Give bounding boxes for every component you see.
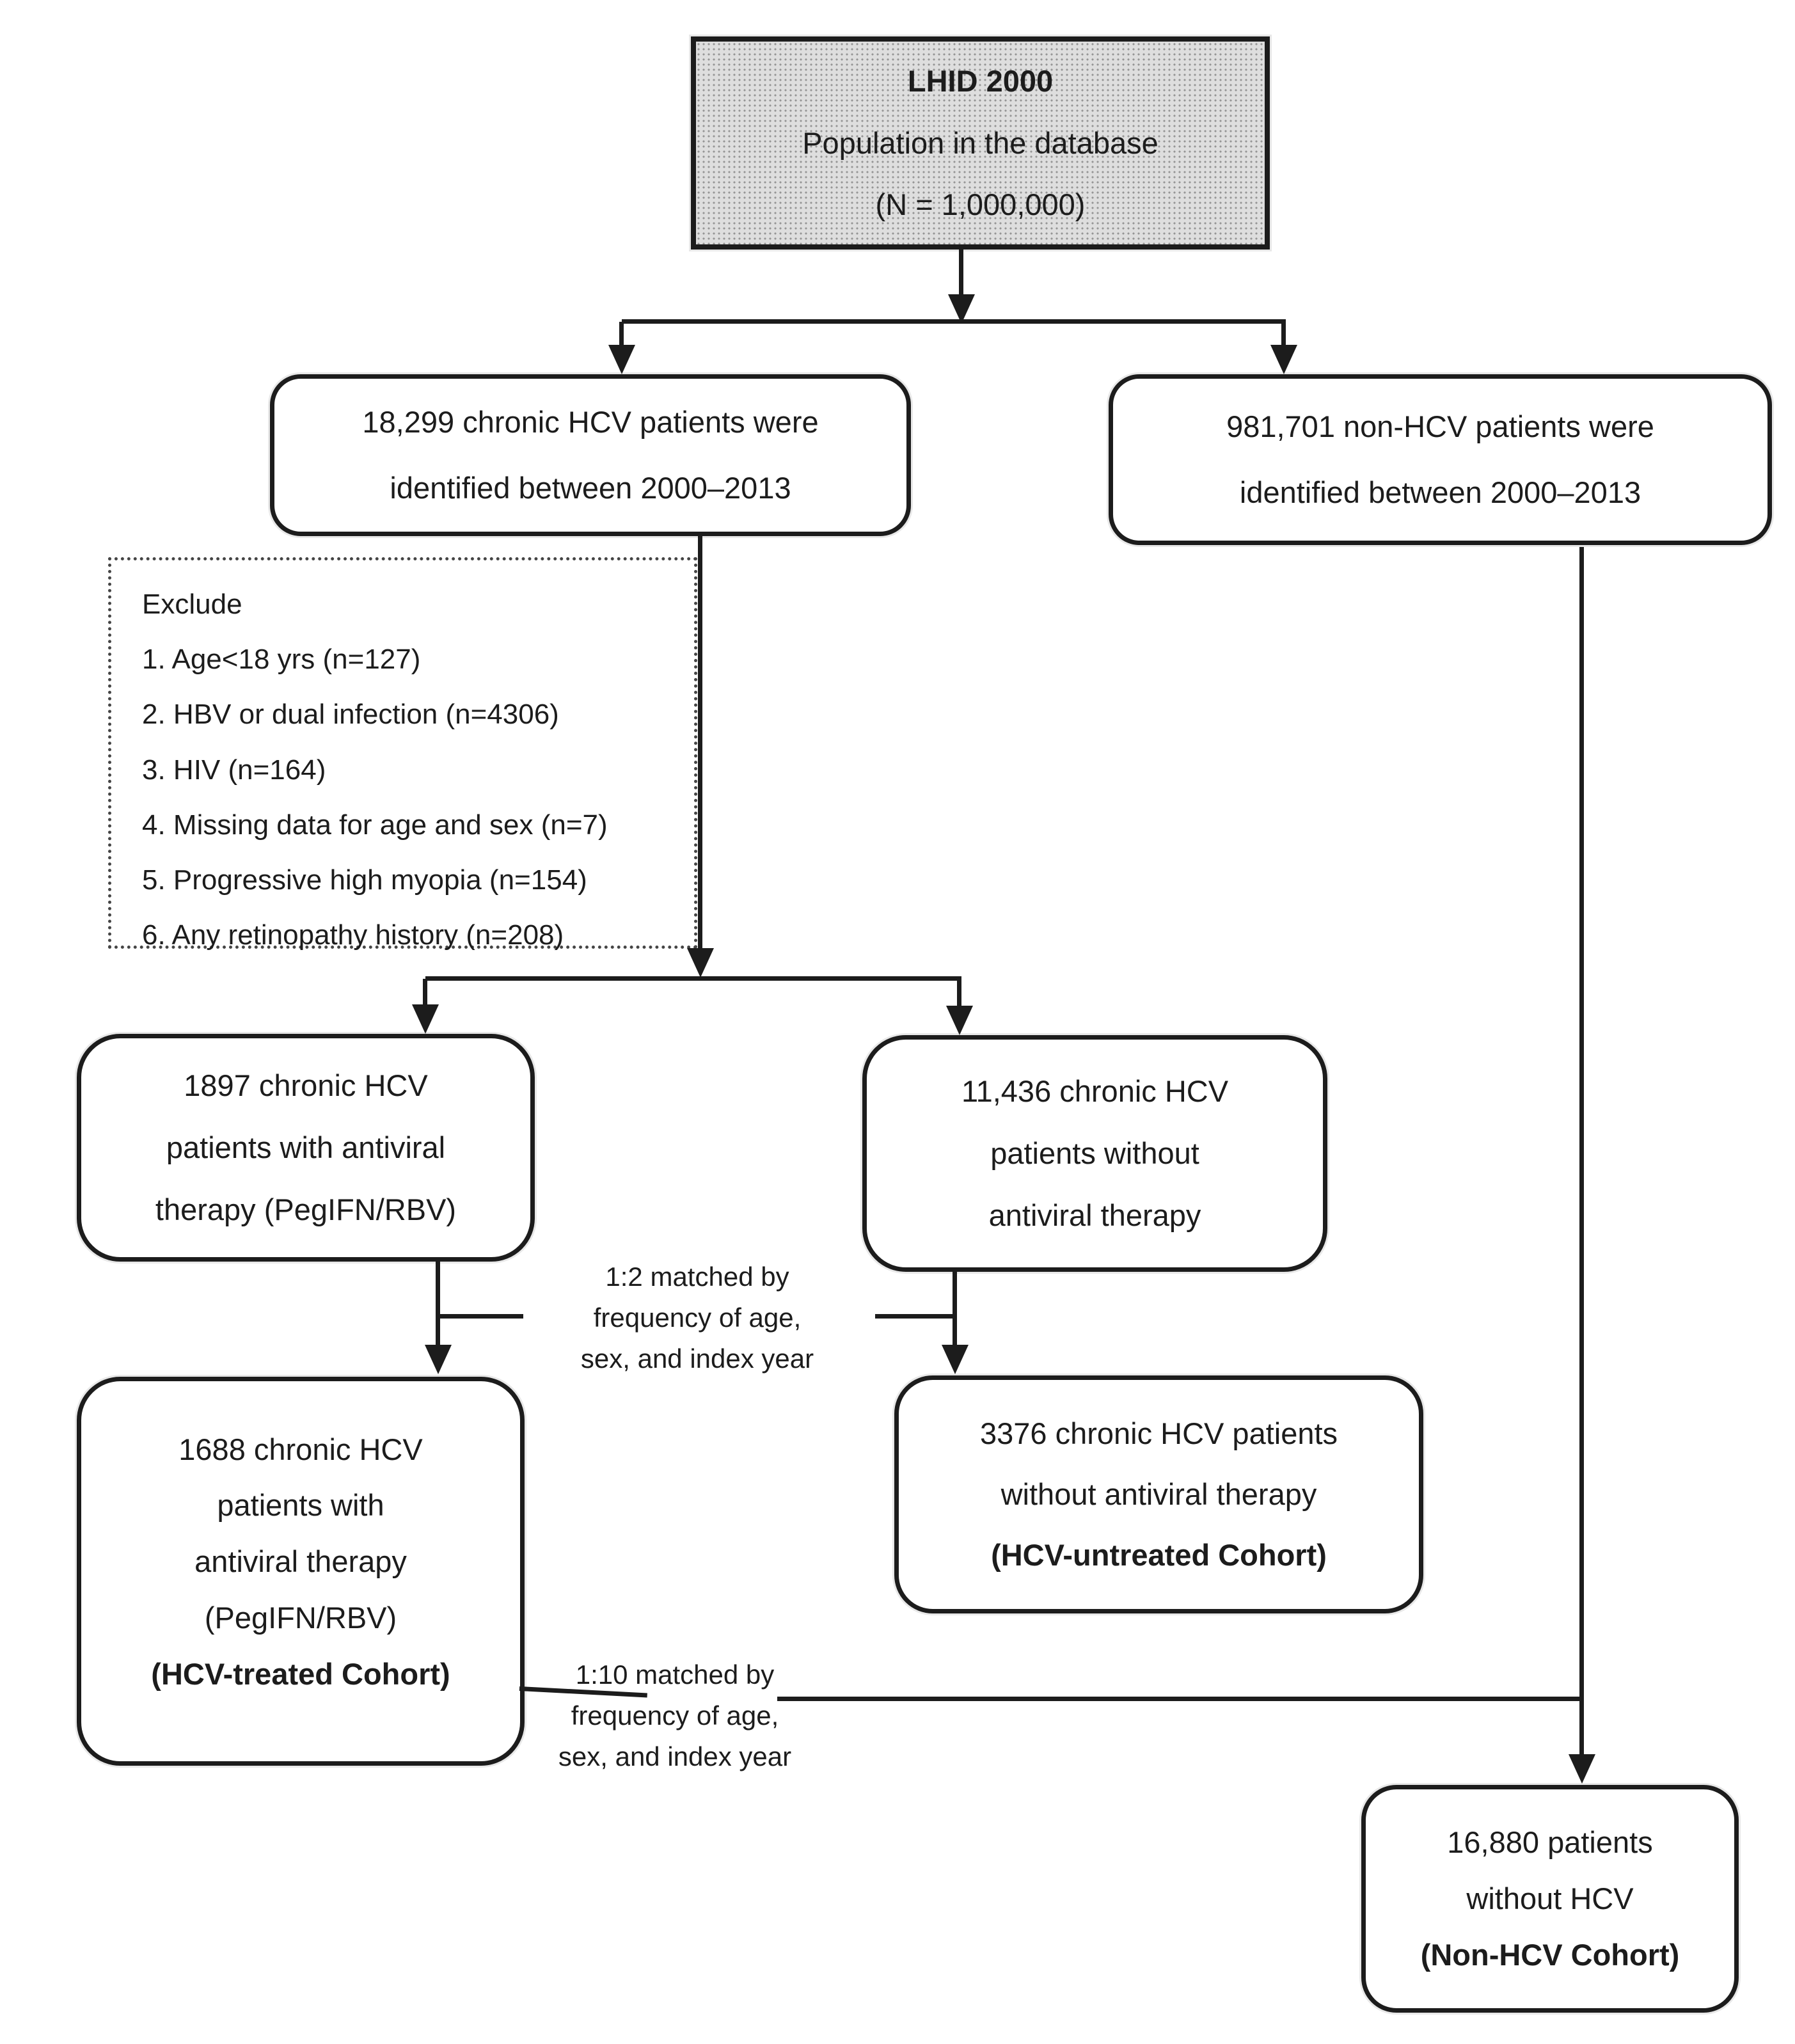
match-1-10-line-2: frequency of age, <box>571 1700 779 1731</box>
branch-left-arrowhead <box>608 345 635 374</box>
connector-hcv-stem <box>698 536 702 949</box>
antiviral-line-2: patients with antiviral <box>166 1130 446 1165</box>
exclude-item-age: 1. Age<18 yrs (n=127) <box>142 644 421 676</box>
antiviral-therapy-box: 1897 chronic HCV patients with antiviral… <box>77 1034 535 1262</box>
tick-treated-match <box>440 1314 523 1319</box>
lhid-2000-box: LHID 2000 Population in the database (N … <box>691 36 1270 250</box>
match-1-10-line-3: sex, and index year <box>558 1741 792 1771</box>
untreated-cohort-name: (HCV-untreated Cohort) <box>991 1537 1327 1572</box>
exclude-title: Exclude <box>142 589 242 620</box>
antiviral-line-1: 1897 chronic HCV <box>184 1068 428 1103</box>
connector-branch-left <box>619 322 624 346</box>
non-hcv-cohort-box: 16,880 patients without HCV (Non-HCV Coh… <box>1361 1785 1739 2013</box>
non-hcv-identified-box: 981,701 non-HCV patients were identified… <box>1109 374 1772 545</box>
treated-cohort-name: (HCV-treated Cohort) <box>151 1656 450 1691</box>
branch-no-antiviral-arrowhead <box>946 1006 973 1035</box>
connector-match-to-non-hcv <box>777 1697 1581 1701</box>
exclude-item-missing-data: 4. Missing data for age and sex (n=7) <box>142 809 608 841</box>
exclude-criteria-box: Exclude 1. Age<18 yrs (n=127) 2. HBV or … <box>108 557 697 951</box>
match-1-10-line-1: 1:10 matched by <box>575 1660 775 1690</box>
non-hcv-cohort-line-2: without HCV <box>1466 1882 1634 1916</box>
hcv-stem-arrowhead <box>687 948 714 978</box>
hcv-untreated-cohort-box: 3376 chronic HCV patients without antivi… <box>894 1375 1423 1613</box>
lhid-subtitle: Population in the database <box>802 125 1158 160</box>
treated-cohort-line-1: 1688 chronic HCV <box>178 1432 423 1466</box>
branch-antiviral-arrowhead <box>412 1004 439 1034</box>
connector-top-stem <box>959 250 963 294</box>
lhid-title: LHID 2000 <box>907 63 1054 98</box>
treated-cohort-line-4: (PegIFN/RBV) <box>204 1600 397 1635</box>
connector-branch-right <box>1281 322 1286 346</box>
match-1-2-line-3: sex, and index year <box>580 1343 814 1374</box>
chronic-hcv-identified-box: 18,299 chronic HCV patients were identif… <box>270 374 911 536</box>
lhid-population-count: (N = 1,000,000) <box>875 187 1086 222</box>
match-1-2-line-2: frequency of age, <box>593 1302 802 1333</box>
connector-top-split-bar <box>622 319 1286 324</box>
untreated-down-arrowhead <box>942 1345 969 1374</box>
hcv-identified-line-2: identified between 2000–2013 <box>390 471 791 505</box>
treated-cohort-line-2: patients with <box>217 1488 384 1523</box>
antiviral-line-3: therapy (PegIFN/RBV) <box>155 1192 457 1226</box>
no-antiviral-therapy-box: 11,436 chronic HCV patients without anti… <box>862 1035 1327 1272</box>
non-hcv-cohort-line-1: 16,880 patients <box>1447 1825 1653 1860</box>
match-1-10-label: 1:10 matched by frequency of age, sex, a… <box>483 1654 867 1777</box>
untreated-cohort-line-2: without antiviral therapy <box>1000 1477 1317 1512</box>
no-antiviral-line-1: 11,436 chronic HCV <box>961 1074 1229 1109</box>
connector-branch-antiviral <box>423 979 427 1006</box>
non-hcv-rail-arrowhead <box>1569 1754 1595 1784</box>
connector-untreated-down <box>953 1272 957 1346</box>
treated-cohort-line-3: antiviral therapy <box>194 1544 407 1579</box>
top-stem-arrowhead <box>948 294 975 324</box>
match-1-2-line-1: 1:2 matched by <box>605 1262 789 1292</box>
exclude-item-retinopathy: 6. Any retinopathy history (n=208) <box>142 919 564 951</box>
no-antiviral-line-2: patients without <box>990 1136 1199 1171</box>
exclude-item-hbv: 2. HBV or dual infection (n=4306) <box>142 699 559 731</box>
connector-second-split-bar <box>425 976 961 981</box>
connector-non-hcv-rail <box>1579 547 1584 1756</box>
non-hcv-identified-line-1: 981,701 non-HCV patients were <box>1226 409 1654 444</box>
exclude-item-hiv: 3. HIV (n=164) <box>142 754 326 786</box>
hcv-identified-line-1: 18,299 chronic HCV patients were <box>362 405 819 440</box>
no-antiviral-line-3: antiviral therapy <box>988 1198 1201 1232</box>
treated-down-arrowhead <box>425 1345 452 1374</box>
non-hcv-cohort-name: (Non-HCV Cohort) <box>1420 1937 1680 1972</box>
hcv-treated-cohort-box: 1688 chronic HCV patients with antiviral… <box>77 1377 525 1766</box>
non-hcv-identified-line-2: identified between 2000–2013 <box>1239 475 1641 509</box>
exclude-item-myopia: 5. Progressive high myopia (n=154) <box>142 864 587 896</box>
match-1-2-label: 1:2 matched by frequency of age, sex, an… <box>505 1256 889 1379</box>
connector-branch-no-antiviral <box>957 979 961 1008</box>
connector-treated-down <box>436 1262 440 1346</box>
untreated-cohort-line-1: 3376 chronic HCV patients <box>979 1416 1338 1451</box>
branch-right-arrowhead <box>1270 345 1297 374</box>
tick-untreated-match <box>875 1314 955 1319</box>
